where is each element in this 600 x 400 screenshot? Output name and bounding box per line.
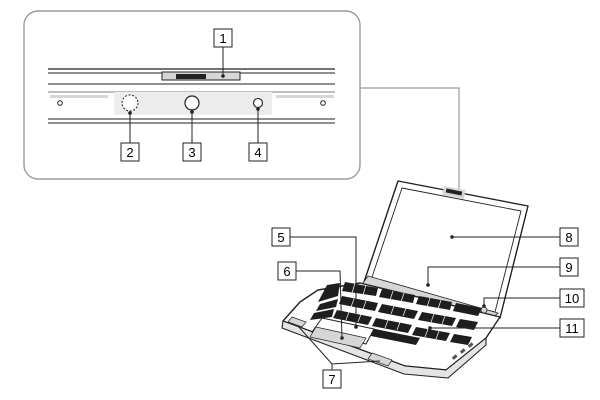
leader-5 [290,236,357,327]
right-sensor-dot [320,100,326,106]
leader-4-dot [256,107,260,111]
right-speaker-highlight [367,352,393,367]
callout-8: 8 [559,227,579,247]
callout-1-label: 1 [219,31,226,46]
camera-shutter-knob [176,74,206,79]
callout-7: 7 [322,369,342,389]
callout-3-label: 3 [188,145,195,160]
touchpad-buttons-highlight [309,326,367,349]
laptop-base-side [281,320,487,379]
left-sensor-dot [57,100,63,106]
leader-6-dot [340,336,344,340]
leader-6 [296,270,343,339]
laptop-leaders [290,236,560,370]
callout-2-label: 2 [126,145,133,160]
leader-10-dot [482,304,486,308]
callout-9-label: 9 [565,260,572,275]
callout-10: 10 [559,288,585,308]
leader-8-dot [450,235,454,239]
callout-1: 1 [213,28,233,48]
leader-3-dot [190,110,194,114]
leader-9 [427,266,560,285]
callout-6-label: 6 [283,264,290,279]
callout-11: 11 [559,318,585,338]
callout-4-label: 4 [254,145,261,160]
laptop-illustration [281,180,529,379]
camera-strip-right [276,95,334,98]
keyboard-grid [345,282,446,340]
callout-7-label: 7 [328,372,335,387]
lid-camera-icon [445,188,463,196]
callout-10-label: 10 [565,291,579,306]
infrared-camera-icon [121,94,139,112]
callout-11-label: 11 [565,321,579,336]
callout-4: 4 [248,142,268,162]
callout-3: 3 [182,142,202,162]
bezel-closeup-inset: 1 2 3 4 [23,10,460,190]
callout-2: 2 [120,142,140,162]
left-speaker-highlight [287,316,307,328]
inset-connector-line [360,87,460,190]
camera-indicator-icon [252,97,264,109]
leader-10 [483,297,560,306]
callout-8-label: 8 [565,230,572,245]
leader-5-dot [354,325,358,329]
callout-6: 6 [277,261,297,281]
webcam-lens-icon [184,95,200,111]
callout-5-label: 5 [277,230,284,245]
power-button-icon [480,306,488,314]
leader-11-dot [428,326,432,330]
side-ports [451,342,474,360]
laptop-leader-dots [340,235,486,340]
callout-9: 9 [559,257,579,277]
camera-strip-left [50,95,108,98]
callout-5: 5 [271,227,291,247]
leader-2-dot [128,111,132,115]
leader-1-dot [221,74,225,78]
keyboard [310,282,482,345]
leader-9-dot [426,283,430,287]
